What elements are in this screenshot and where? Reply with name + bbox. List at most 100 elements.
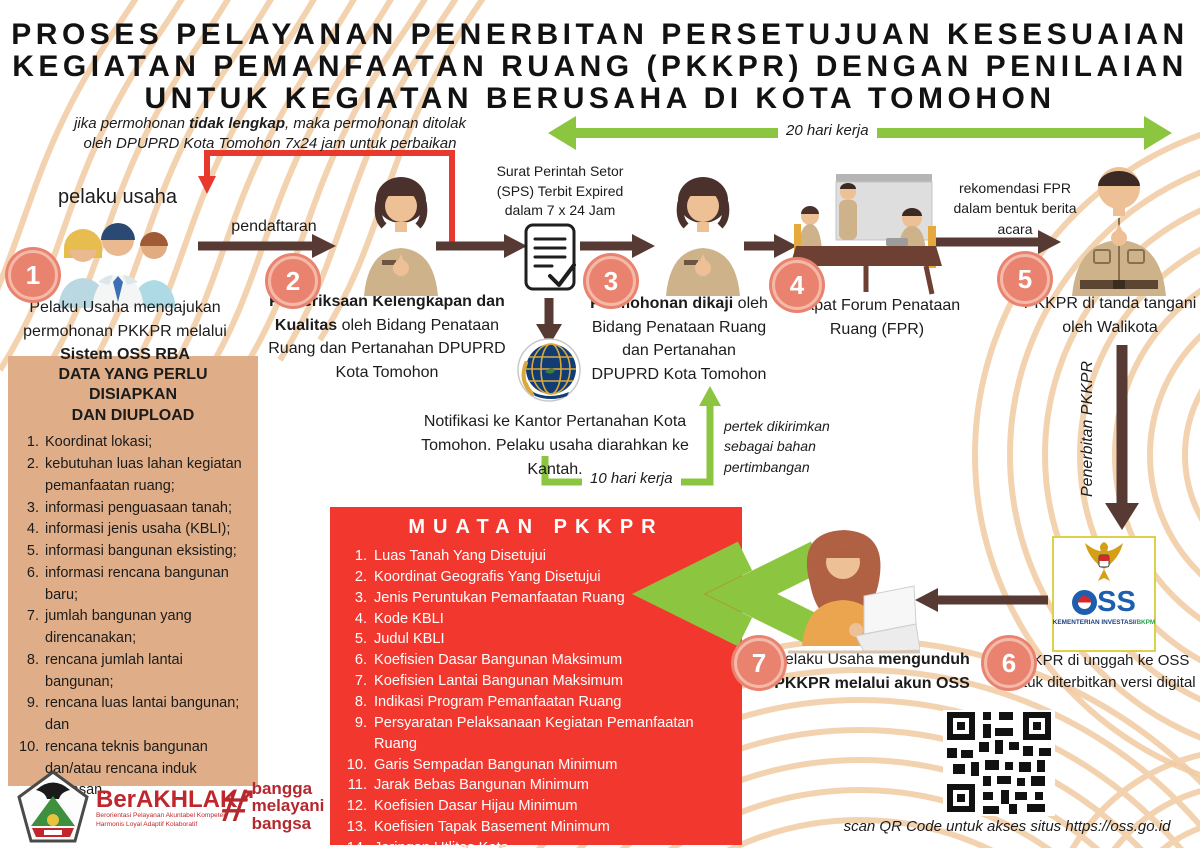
data-required-panel: DATA YANG PERLU DISIAPKAN DAN DIUPLOAD K…: [8, 356, 258, 798]
officer-step2-illustration: [364, 177, 438, 296]
data-required-title-line1: DATA YANG PERLU DISIAPKAN: [58, 366, 208, 404]
pendaftaran-label: pendaftaran: [231, 218, 317, 235]
step-3-number: 3: [603, 265, 619, 296]
step-6-text: PKKPR di unggah ke OSS untuk diterbitkan…: [1004, 650, 1198, 694]
rejection-note-bold: tidak lengkap: [189, 115, 285, 132]
bangga-word-3: bangsa: [251, 813, 312, 833]
step-6-badge: 6: [984, 638, 1034, 688]
list-item: Judul KBLI: [344, 629, 445, 650]
step-3-text: Permohonan dikaji oleh Bidang Penataan R…: [590, 292, 768, 387]
list-item: jumlah bangunan yang direncanakan;: [19, 606, 192, 647]
list-item: Jenis Peruntukan Pemanfaatan Ruang: [344, 588, 625, 609]
step-2-number: 2: [285, 265, 301, 296]
list-item: Luas Tanah Yang Disetujui: [344, 546, 547, 567]
list-item: Koordinat Geografis Yang Disetujui: [344, 567, 601, 588]
step-3-badge: 3: [586, 256, 636, 306]
step-1-text: Pelaku Usaha mengajukan permohonan PKKPR…: [8, 296, 242, 367]
qr-code: [943, 710, 1055, 816]
garuda-icon: [1085, 542, 1123, 581]
list-item: informasi bangunan eksisting;: [19, 541, 237, 563]
step-5-text: PKKPR di tanda tangani oleh Walikota: [1022, 292, 1198, 339]
list-item: Koefisien Dasar Bangunan Maksimum: [344, 650, 623, 671]
list-item: Kode KBLI: [344, 609, 444, 630]
step-2-text: Pemeriksaan Kelengkapan dan Kualitas ole…: [266, 290, 508, 385]
step-4-badge: 4: [772, 260, 822, 310]
step-5-number: 5: [1017, 263, 1033, 294]
berakhlak-chevron-icon: [241, 790, 253, 803]
step-2-badge: 2: [268, 256, 318, 306]
step-1-text-bold: Sistem OSS RBA: [60, 346, 190, 364]
timer-mid-label: 10 hari kerja: [582, 470, 681, 487]
step-1-text-normal: Pelaku Usaha mengajukan permohonan PKKPR…: [23, 299, 227, 340]
oss-wordmark: SS: [1072, 588, 1136, 617]
page-title-line-3: UNTUK KEGIATAN BERUSAHA DI KOTA TOMOHON: [144, 82, 1056, 115]
document-check-icon: [524, 223, 576, 291]
list-item: Koefisien Lantai Bangunan Maksimum: [344, 671, 624, 692]
step-4-text: Rapat Forum Penataan Ruang (FPR): [782, 294, 972, 341]
step-1-number: 1: [25, 259, 41, 290]
step-4-text-normal: Rapat Forum Penataan Ruang (FPR): [793, 297, 961, 338]
business-actors-illustration: [58, 223, 176, 308]
step-2-text-bold: Pemeriksaan Kelengkapan dan Kualitas: [269, 293, 505, 334]
step-7-text: Pelaku Usaha mengunduh PKKPR melalui aku…: [768, 648, 976, 695]
tomohon-city-logo: [17, 770, 89, 843]
berakhlak-logo: BerAKHLAK Berorientasi Pelayanan Akuntab…: [96, 788, 256, 830]
step-3-text-normal: oleh Bidang Penataan Ruang dan Pertanaha…: [591, 295, 768, 384]
walikota-illustration: [1072, 167, 1166, 296]
page-title-line-1: PROSES PELAYANAN PENERBITAN PERSETUJUAN …: [11, 18, 1189, 51]
step-7-number: 7: [751, 647, 767, 678]
rekomendasi-note: rekomendasi FPR dalam bentuk berita acar…: [953, 180, 1077, 237]
list-item: rencana luas lantai bangunan; dan: [19, 693, 240, 734]
step-1-badge: 1: [8, 250, 58, 300]
step-2-text-normal: oleh Bidang Penataan Ruang dan Pertanaha…: [268, 316, 506, 382]
list-item: Koordinat lokasi;: [19, 432, 153, 454]
oss-o-mark: [1072, 590, 1098, 615]
data-required-title-line2: DAN DIUPLOAD: [71, 406, 195, 424]
list-item: Koefisien Tapak Basement Minimum: [344, 817, 610, 838]
penerbitan-label: Penerbitan PKKPR: [1079, 360, 1096, 498]
bangga-word-1: bangga: [251, 779, 313, 798]
list-item: rencana jumlah lantai bangunan;: [19, 650, 183, 690]
officer-step3-illustration: [666, 177, 740, 296]
list-item: Garis Sempadan Bangunan Minimum: [344, 755, 618, 776]
list-item: informasi jenis usaha (KBLI);: [19, 519, 231, 541]
step-5-badge: 5: [1000, 254, 1050, 304]
step-7-badge: 7: [734, 638, 784, 688]
rejection-note-post: , maka permohonan ditolak oleh DPUPRD Ko…: [83, 115, 466, 153]
step-4-number: 4: [789, 269, 805, 300]
list-item: Jarak Bebas Bangunan Minimum: [344, 775, 589, 796]
page-title-line-2: KEGIATAN PEMANFAATAN RUANG (PKKPR) DENGA…: [12, 50, 1188, 83]
timer-top-label: 20 hari kerja: [778, 122, 877, 139]
list-item: informasi penguasaan tanah;: [19, 498, 233, 520]
list-item: Koefisien Dasar Hijau Minimum: [344, 796, 578, 817]
pelaku-usaha-laptop-illustration: [788, 530, 920, 654]
bangga-melayani-bangsa-logo: # bangga melayani bangsa: [218, 779, 325, 833]
muatan-pkkpr-title: MUATAN PKKPR: [408, 516, 664, 538]
pertek-note: pertek dikirimkan sebagai bahan pertimba…: [724, 418, 830, 475]
step-7-text-normal: Pelaku Usaha: [774, 651, 879, 668]
oss-logo: SS KEMENTERIAN INVESTASI/BKPM: [1052, 536, 1156, 652]
list-item: kebutuhan luas lahan kegiatan pemanfaata…: [19, 454, 242, 494]
oss-ss-text: SS: [1097, 586, 1136, 618]
list-item: Persyaratan Pelaksanaan Kegiatan Pemanfa…: [344, 713, 694, 752]
list-item: Indikasi Program Pemanfaatan Ruang: [344, 692, 622, 713]
step-6-text-normal: PKKPR di unggah ke OSS untuk diterbitkan…: [1006, 652, 1196, 692]
bpn-atr-logo: [517, 338, 581, 402]
oss-ministry-line: KEMENTERIAN INVESTASI/BKPM: [1052, 619, 1156, 626]
qr-caption: scan QR Code untuk akses situs https://o…: [843, 818, 1171, 835]
step-6-number: 6: [1001, 647, 1017, 678]
hashtag-icon: #: [218, 779, 252, 832]
list-item: Jaringan Utlitas Kota: [344, 838, 728, 848]
rejection-note: jika permohonan tidak lengkap, maka perm…: [60, 114, 480, 155]
bangga-word-2: melayani: [251, 796, 325, 816]
pelaku-usaha-label: pelaku usaha: [58, 186, 177, 208]
step-7-text-bold: mengunduh PKKPR melalui akun OSS: [774, 651, 970, 692]
step-5-text-normal: PKKPR di tanda tangani oleh Walikota: [1023, 295, 1197, 336]
berakhlak-tagline: Berorientasi Pelayanan Akuntabel Kompete…: [96, 812, 227, 828]
data-required-list: Koordinat lokasi;kebutuhan luas lahan ke…: [19, 432, 247, 802]
rejection-note-pre: jika permohonan: [74, 115, 190, 132]
berakhlak-text: BerAKHLAK: [96, 786, 238, 813]
